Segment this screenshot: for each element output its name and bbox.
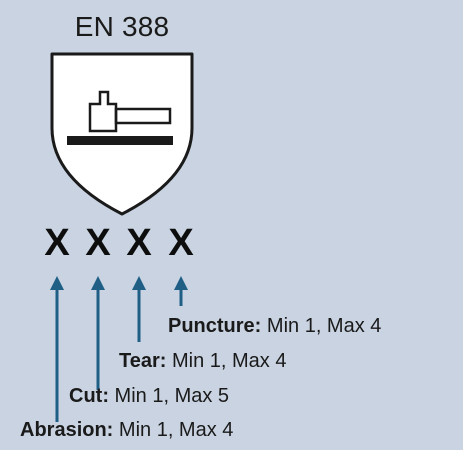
rating-arrows bbox=[50, 276, 188, 422]
legend-tear: Tear: Min 1, Max 4 bbox=[119, 348, 286, 374]
cut-arrowhead bbox=[91, 276, 105, 290]
standard-title: EN 388 bbox=[74, 11, 170, 42]
legend-puncture: Puncture: Min 1, Max 4 bbox=[168, 313, 381, 339]
legend-puncture-range: Min 1, Max 4 bbox=[266, 315, 382, 337]
abrasion-rating: X bbox=[44, 222, 70, 264]
puncture-arrowhead bbox=[174, 276, 188, 290]
shield-icon bbox=[50, 52, 194, 216]
legend-abrasion-range: Min 1, Max 4 bbox=[118, 419, 234, 441]
legend-puncture-label: Puncture: bbox=[168, 315, 262, 337]
legend-cut-range: Min 1, Max 5 bbox=[114, 385, 230, 407]
tear-arrowhead bbox=[132, 276, 146, 290]
legend-abrasion: Abrasion: Min 1, Max 4 bbox=[20, 417, 233, 443]
hammer-icon bbox=[88, 90, 172, 133]
tear-rating: X bbox=[126, 222, 152, 264]
legend-cut-label: Cut: bbox=[69, 385, 109, 407]
anvil-base bbox=[67, 136, 173, 145]
legend-tear-range: Min 1, Max 4 bbox=[171, 350, 287, 372]
abrasion-arrowhead bbox=[50, 276, 64, 290]
legend-tear-label: Tear: bbox=[119, 350, 167, 372]
legend-abrasion-label: Abrasion: bbox=[20, 419, 114, 441]
puncture-rating: X bbox=[168, 222, 194, 264]
cut-rating: X bbox=[85, 222, 111, 264]
legend-cut: Cut: Min 1, Max 5 bbox=[69, 383, 229, 409]
